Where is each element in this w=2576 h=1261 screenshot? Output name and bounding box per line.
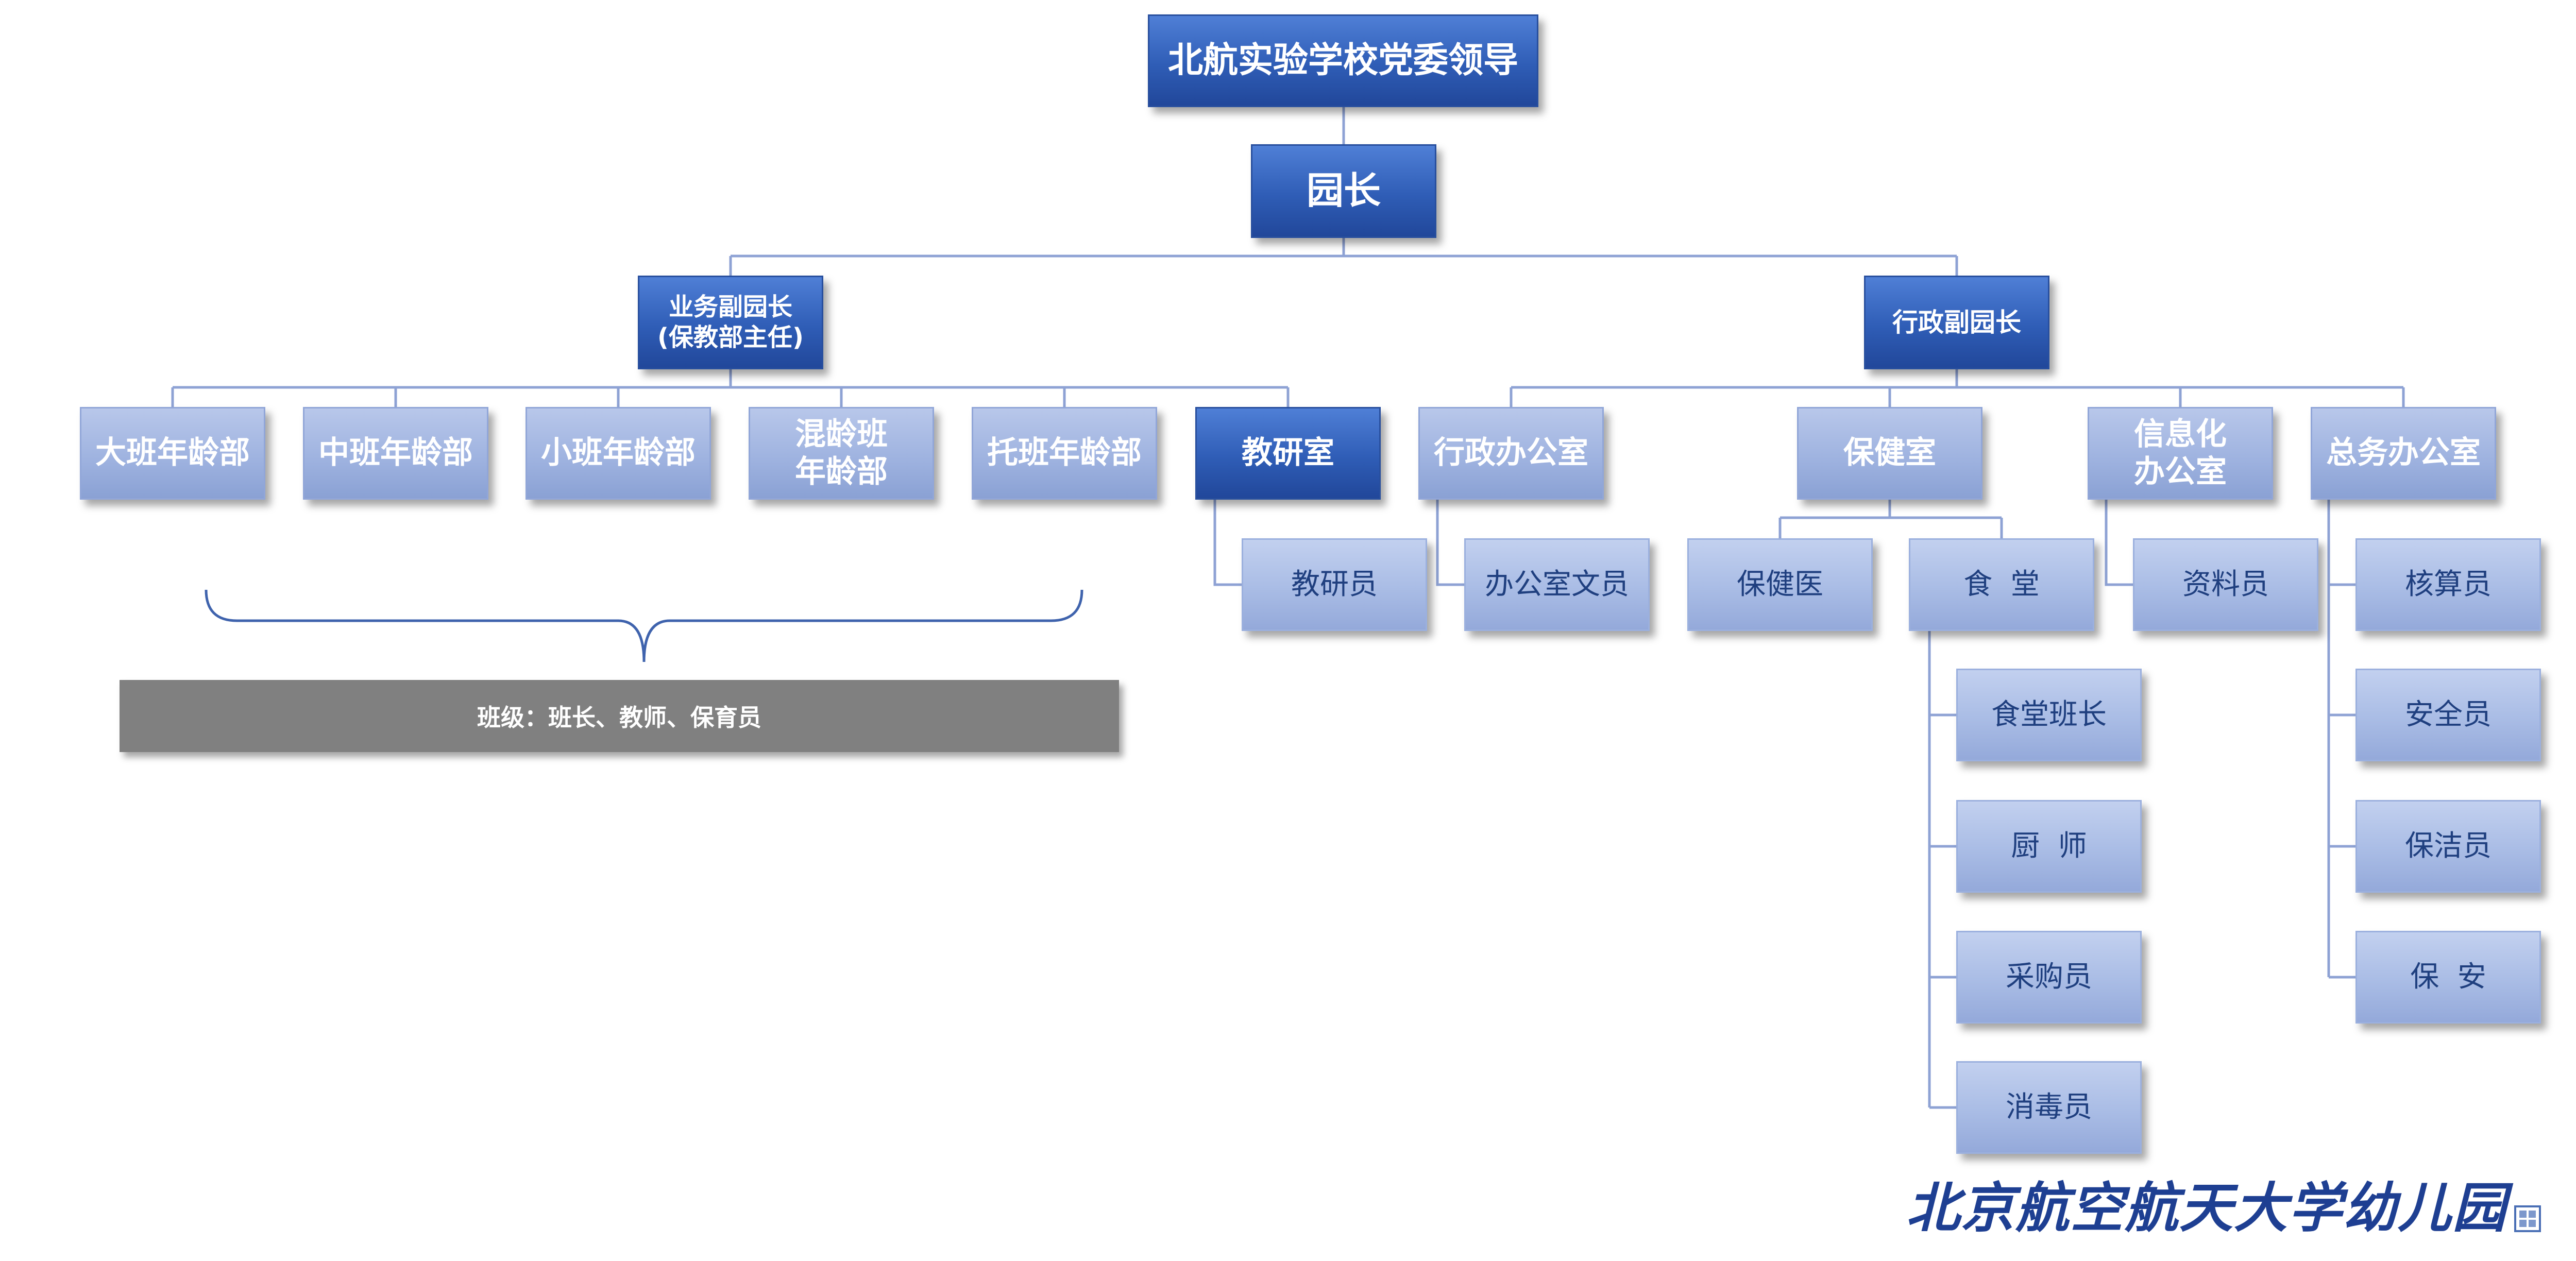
- general-office-box: 总务办公室: [2311, 407, 2496, 500]
- office-clerk-label: 办公室文员: [1485, 567, 1629, 601]
- grade-label: 小班年龄部: [541, 435, 696, 471]
- cleaner-box: 保洁员: [2355, 800, 2541, 893]
- admin-office-label: 行政办公室: [1434, 435, 1588, 471]
- research-office-box: 教研室: [1195, 407, 1381, 500]
- vice-director-admin-box: 行政副园长: [1864, 276, 2049, 369]
- grade-label-line1: 混龄班: [795, 416, 888, 452]
- kindergarten-logo: 北京航空航天大学幼儿园: [1906, 1159, 2506, 1247]
- grade-middle-box: 中班年龄部: [303, 407, 488, 500]
- grade-large-box: 大班年龄部: [80, 407, 265, 500]
- canteen-leader-box: 食堂班长: [1956, 669, 2142, 761]
- class-roles-bar: 班级：班长、教师、保育员: [120, 680, 1119, 752]
- grade-label: 大班年龄部: [95, 435, 250, 471]
- accountant-label: 核算员: [2405, 567, 2492, 601]
- vice-admin-label: 行政副园长: [1892, 307, 2021, 337]
- health-room-box: 保健室: [1797, 407, 1982, 500]
- security-guard-box: 保 安: [2355, 931, 2541, 1024]
- archivist-label: 资料员: [2182, 567, 2269, 601]
- purchaser-label: 采购员: [2006, 960, 2092, 994]
- general-office-label: 总务办公室: [2326, 435, 2481, 471]
- research-office-label: 教研室: [1242, 435, 1334, 471]
- grade-label: 托班年龄部: [987, 435, 1142, 471]
- vice-business-line2: (保教部主任): [657, 323, 804, 352]
- chef-box: 厨 师: [1956, 800, 2142, 893]
- admin-office-box: 行政办公室: [1418, 407, 1604, 500]
- info-office-line2: 办公室: [2134, 454, 2227, 490]
- purchaser-box: 采购员: [1956, 931, 2142, 1024]
- grade-label-line2: 年龄部: [795, 454, 888, 490]
- party-committee-box: 北航实验学校党委领导: [1148, 14, 1538, 107]
- chef-label: 厨 师: [2011, 829, 2087, 863]
- office-clerk-box: 办公室文员: [1464, 538, 1650, 631]
- researcher-label: 教研员: [1291, 567, 1378, 601]
- health-doctor-box: 保健医: [1687, 538, 1873, 631]
- vice-business-line1: 业务副园长: [668, 293, 792, 322]
- info-office-line1: 信息化: [2134, 416, 2227, 452]
- archivist-box: 资料员: [2133, 538, 2318, 631]
- party-committee-label: 北航实验学校党委领导: [1167, 40, 1518, 81]
- disinfector-box: 消毒员: [1956, 1061, 2142, 1154]
- grade-mixed-box: 混龄班 年龄部: [749, 407, 934, 500]
- disinfector-label: 消毒员: [2006, 1090, 2092, 1124]
- safety-officer-box: 安全员: [2355, 669, 2541, 761]
- seal-icon: [2514, 1205, 2541, 1232]
- grade-toddler-box: 托班年龄部: [972, 407, 1157, 500]
- safety-officer-label: 安全员: [2405, 697, 2492, 731]
- health-room-label: 保健室: [1843, 435, 1936, 471]
- cleaner-label: 保洁员: [2405, 829, 2492, 863]
- director-label: 园长: [1306, 169, 1381, 213]
- researcher-box: 教研员: [1242, 538, 1427, 631]
- canteen-label: 食 堂: [1963, 567, 2040, 601]
- grade-label: 中班年龄部: [318, 435, 473, 471]
- accountant-box: 核算员: [2355, 538, 2541, 631]
- director-box: 园长: [1251, 144, 1436, 238]
- class-brace: [205, 589, 1083, 662]
- class-roles-label: 班级：班长、教师、保育员: [477, 704, 761, 731]
- vice-director-business-box: 业务副园长 (保教部主任): [638, 276, 823, 369]
- grade-small-box: 小班年龄部: [526, 407, 711, 500]
- info-office-box: 信息化 办公室: [2088, 407, 2273, 500]
- canteen-leader-label: 食堂班长: [1991, 697, 2107, 731]
- kindergarten-logo-text: 北京航空航天大学幼儿园: [1906, 1175, 2507, 1239]
- health-doctor-label: 保健医: [1737, 567, 1823, 601]
- security-guard-label: 保 安: [2410, 960, 2486, 994]
- canteen-box: 食 堂: [1909, 538, 2094, 631]
